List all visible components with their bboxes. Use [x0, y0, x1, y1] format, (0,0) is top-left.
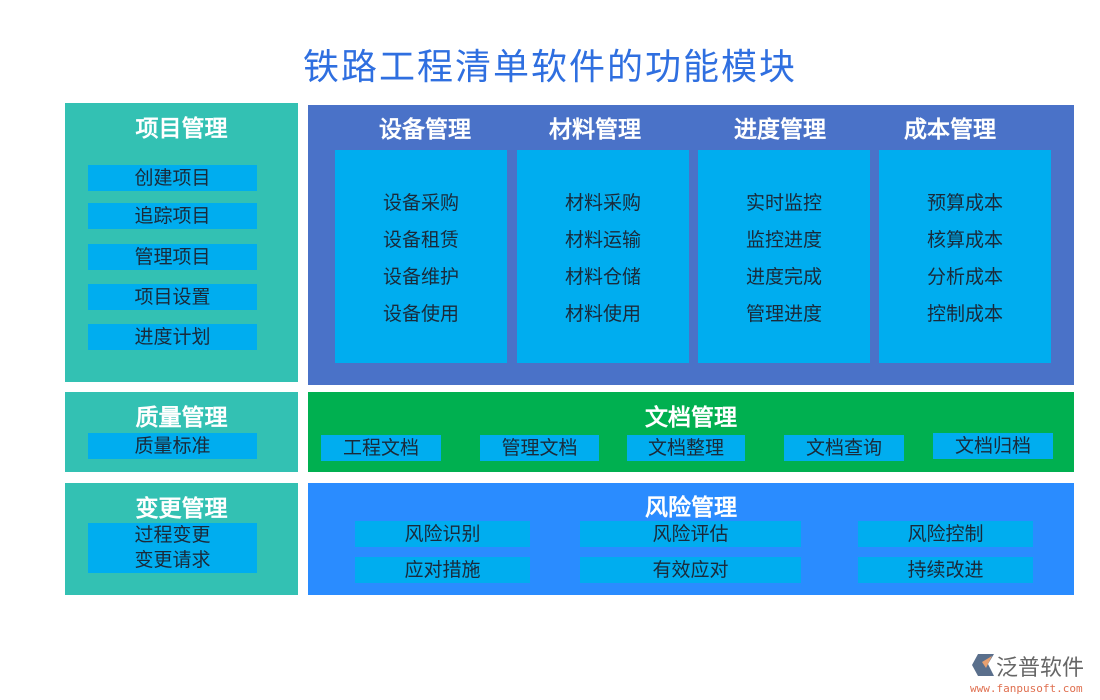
docs-item: 工程文档: [321, 435, 441, 461]
docs-item: 文档整理: [627, 435, 745, 461]
module-title: 材料管理: [549, 116, 641, 143]
module-item: 预算成本: [926, 191, 1003, 214]
risk-item: 风险识别: [355, 521, 530, 547]
module-item: 材料运输: [564, 228, 641, 251]
module-item: 管理进度: [745, 302, 822, 325]
docs-title: 文档管理: [645, 404, 737, 431]
module-item: 分析成本: [926, 265, 1003, 288]
module-item: 设备使用: [382, 302, 459, 325]
project-item: 创建项目: [88, 165, 257, 191]
quality-item: 质量标准: [88, 433, 257, 459]
change-item: 变更请求: [134, 549, 211, 571]
module-item: 材料使用: [564, 302, 641, 325]
module-item: 监控进度: [745, 228, 822, 251]
project-item: 进度计划: [88, 324, 257, 350]
module-item: 设备维护: [382, 265, 459, 288]
module-box: 设备采购设备租赁设备维护设备使用: [335, 150, 507, 363]
module-title: 设备管理: [379, 116, 471, 143]
risk-title: 风险管理: [645, 494, 737, 521]
risk-item: 风险控制: [858, 521, 1033, 547]
page-title: 铁路工程清单软件的功能模块: [302, 47, 797, 88]
module-item: 核算成本: [926, 228, 1003, 251]
risk-item: 风险评估: [580, 521, 801, 547]
module-box: 预算成本核算成本分析成本控制成本: [879, 150, 1051, 363]
change-items: 过程变更 变更请求: [88, 523, 257, 573]
risk-item: 有效应对: [580, 557, 801, 583]
change-item: 过程变更: [134, 524, 211, 546]
module-item: 设备采购: [382, 191, 459, 214]
brand-logo: 泛普软件 www.fanpusoft.com: [970, 650, 1095, 695]
module-item: 材料采购: [564, 191, 641, 214]
risk-item: 应对措施: [355, 557, 530, 583]
logo-url: www.fanpusoft.com: [970, 682, 1083, 695]
logo-name: 泛普软件: [996, 656, 1085, 681]
docs-item: 文档归档: [933, 433, 1053, 459]
module-box: 实时监控监控进度进度完成管理进度: [698, 150, 870, 363]
module-item: 实时监控: [745, 191, 822, 214]
module-item: 设备租赁: [382, 228, 459, 251]
logo-mark-icon: [972, 654, 994, 676]
quality-panel: 质量管理: [65, 392, 298, 472]
project-item: 管理项目: [88, 244, 257, 270]
project-title: 项目管理: [135, 115, 228, 142]
risk-item: 持续改进: [858, 557, 1033, 583]
module-box: 材料采购材料运输材料仓储材料使用: [517, 150, 689, 363]
docs-item: 文档查询: [784, 435, 904, 461]
module-title: 进度管理: [734, 116, 826, 143]
quality-title: 质量管理: [135, 404, 228, 431]
module-item: 控制成本: [926, 302, 1003, 325]
project-item: 追踪项目: [88, 203, 257, 229]
change-title: 变更管理: [135, 495, 228, 522]
module-title: 成本管理: [904, 116, 996, 143]
docs-item: 管理文档: [480, 435, 599, 461]
module-item: 进度完成: [745, 265, 822, 288]
module-item: 材料仓储: [564, 265, 641, 288]
project-item: 项目设置: [88, 284, 257, 310]
